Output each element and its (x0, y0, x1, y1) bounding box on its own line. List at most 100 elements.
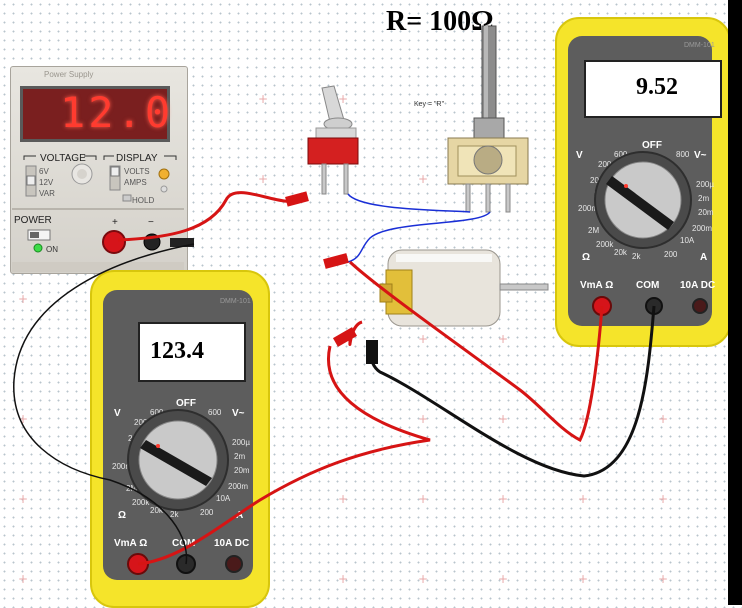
grid-marker: + (18, 412, 29, 426)
multimeter-right-reading: 9.52 (636, 74, 678, 100)
left-scale-vac: V~ (232, 408, 245, 419)
power-led (33, 243, 43, 253)
switch-clip (285, 191, 309, 207)
left-scale-600-ac: 600 (208, 408, 222, 417)
voltage-option-6v: 6V (39, 167, 49, 176)
multimeter-right-dial[interactable] (594, 151, 692, 249)
display-option-volts: VOLTS (124, 167, 150, 176)
grid-marker: + (338, 572, 349, 586)
right-scale-ohm: Ω (582, 252, 591, 263)
left-scale-200k: 200k (132, 498, 150, 507)
right-jack-10a[interactable] (692, 298, 708, 314)
right-scale-2m: 2M (588, 226, 600, 235)
left-scale-200u: 200µ (232, 438, 250, 447)
display-switch (109, 165, 121, 191)
psu-negative-plug (170, 238, 194, 247)
left-scale-adc: A (236, 510, 244, 521)
multimeter-left-lcd (138, 322, 246, 382)
wire-psu-to-left-meter-com (13, 243, 195, 565)
psu-reading: 12.0 (60, 88, 174, 137)
left-scale-10a: 10A (216, 494, 231, 503)
right-scale-20k: 20k (614, 248, 627, 257)
grid-marker: + (418, 412, 429, 426)
grid-marker: + (658, 572, 669, 586)
grid-marker: + (258, 172, 269, 186)
grid-marker: + (338, 492, 349, 506)
motor-clip-a (323, 253, 349, 269)
wire-motor-to-left-meter (137, 345, 431, 566)
on-label: ON (46, 245, 58, 254)
left-jack-10a[interactable] (225, 555, 243, 573)
right-scale-v: V (576, 150, 583, 161)
left-scale-200: 200 (134, 418, 148, 427)
minus-terminal-label: − (148, 217, 154, 228)
right-scale-vac: V~ (694, 150, 707, 161)
grid-marker: + (578, 572, 589, 586)
grid-marker: + (498, 572, 509, 586)
right-jack-label-com: COM (636, 280, 660, 291)
voltage-label: VOLTAGE (40, 153, 86, 164)
right-jack-label-v: VmA Ω (580, 280, 614, 291)
psu-display (20, 86, 170, 142)
grid-marker: + (418, 332, 429, 346)
right-scale-10a: 10A (680, 236, 695, 245)
right-scale-20m: 20m (698, 208, 714, 217)
display-option-amps: AMPS (124, 178, 147, 187)
wire-psu-to-switch (117, 191, 301, 242)
right-scale-800: 800 (676, 150, 690, 159)
wire-right-meter-com (368, 305, 656, 478)
grid-marker: + (498, 492, 509, 506)
right-scale-200: 200 (598, 160, 612, 169)
right-off-label: OFF (642, 140, 662, 151)
right-scale-200-ohm: 200 (664, 250, 678, 259)
key-hint: Key = "R" (414, 101, 445, 108)
multimeter-left-reading: 123.4 (150, 338, 204, 364)
resistance-label: R= 100Ω (386, 6, 494, 37)
display-label: DISPLAY (116, 153, 158, 164)
left-scale-20k: 20k (150, 506, 163, 515)
right-scale-200u: 200µ (696, 180, 714, 189)
wire-pot-to-motor (347, 211, 491, 263)
potentiometer[interactable] (447, 25, 529, 213)
left-jack-label-v: VmA Ω (114, 538, 148, 549)
grid-marker: + (338, 92, 349, 106)
black-probe-tip (366, 340, 378, 364)
right-jack-label-10a: 10A DC (680, 280, 716, 291)
power-label: POWER (14, 215, 52, 226)
grid-marker: + (18, 572, 29, 586)
multimeter-left-brand: DMM-101 (220, 298, 251, 305)
right-scale-600: 600 (614, 150, 628, 159)
hold-label: HOLD (132, 196, 155, 205)
grid-marker: + (418, 172, 429, 186)
grid-marker: + (658, 492, 669, 506)
grid-marker: + (18, 492, 29, 506)
voltage-option-12v: 12V (39, 178, 54, 187)
left-scale-v: V (114, 408, 121, 419)
right-scale-200m: 200m (578, 204, 599, 213)
left-scale-200m: 200m (112, 462, 133, 471)
right-scale-200k: 200k (596, 240, 614, 249)
wire-switch-to-pot (347, 193, 471, 213)
right-scale-20: 20 (590, 176, 599, 185)
left-scale-ohm: Ω (118, 510, 127, 521)
grid-marker: + (418, 572, 429, 586)
voltage-option-var: VAR (39, 189, 55, 198)
toggle-switch[interactable] (307, 85, 359, 195)
grid-marker: + (498, 332, 509, 346)
multimeter-right-lcd (584, 60, 722, 118)
left-jack-label-10a: 10A DC (214, 538, 250, 549)
left-scale-2m-a: 2m (234, 452, 246, 461)
multimeter-left-dial[interactable] (127, 409, 229, 511)
right-scale-200m-a: 200m (692, 224, 713, 233)
grid-marker: + (578, 492, 589, 506)
multimeter-right-brand: DMM-101 (684, 42, 715, 49)
right-scale-adc: A (700, 252, 708, 263)
left-off-label: OFF (176, 398, 196, 409)
psu-positive-terminal (102, 230, 126, 254)
right-scale-2m-a: 2m (698, 194, 710, 203)
left-scale-600: 600 (150, 408, 164, 417)
left-scale-2k: 2k (170, 510, 179, 519)
